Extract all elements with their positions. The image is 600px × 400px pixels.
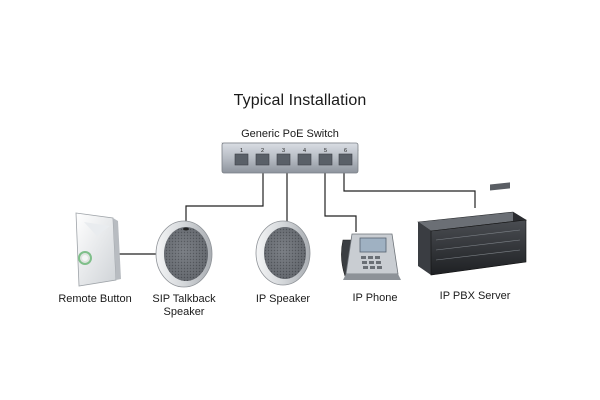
ip-pbx-server-label: IP PBX Server: [439, 290, 511, 302]
sip-talkback-label-line1: SIP Talkback: [152, 293, 216, 305]
ip-speaker-label: IP Speaker: [255, 293, 311, 305]
switch-port-3: [276, 153, 291, 166]
switch-port-2: [255, 153, 270, 166]
remote-button-device: [75, 212, 121, 287]
cable-port5-ip-phone: [324, 172, 357, 232]
port-number-1: 1: [240, 148, 243, 154]
remote-button-label: Remote Button: [58, 293, 132, 305]
port-number-3: 3: [282, 148, 285, 154]
switch-port-5: [318, 153, 333, 166]
ip-speaker-device: [255, 220, 311, 286]
ip-pbx-server-device: [417, 182, 527, 276]
port-number-6: 6: [344, 148, 347, 154]
ip-phone-label: IP Phone: [352, 292, 398, 304]
switch-label: Generic PoE Switch: [241, 128, 339, 140]
switch-port-6: [338, 153, 353, 166]
cable-lines: [116, 172, 476, 255]
port-number-5: 5: [324, 148, 327, 154]
port-number-4: 4: [303, 148, 306, 154]
cable-port6-pbx: [343, 172, 476, 208]
switch-ports: [234, 153, 353, 166]
cable-port2-talkback: [185, 172, 264, 222]
port-number-2: 2: [261, 148, 264, 154]
ip-phone-device: [341, 233, 401, 280]
sip-talkback-speaker-device: [155, 220, 213, 288]
diagram-title: Typical Installation: [233, 92, 367, 109]
poe-switch: 1 2 3 4 5 6: [221, 142, 359, 174]
switch-port-4: [297, 153, 312, 166]
sip-talkback-label-line2: Speaker: [163, 306, 205, 318]
sip-talkback-label: SIP Talkback Speaker: [134, 293, 234, 319]
switch-port-1: [234, 153, 249, 166]
ip-phone-screen-icon: [359, 237, 387, 253]
